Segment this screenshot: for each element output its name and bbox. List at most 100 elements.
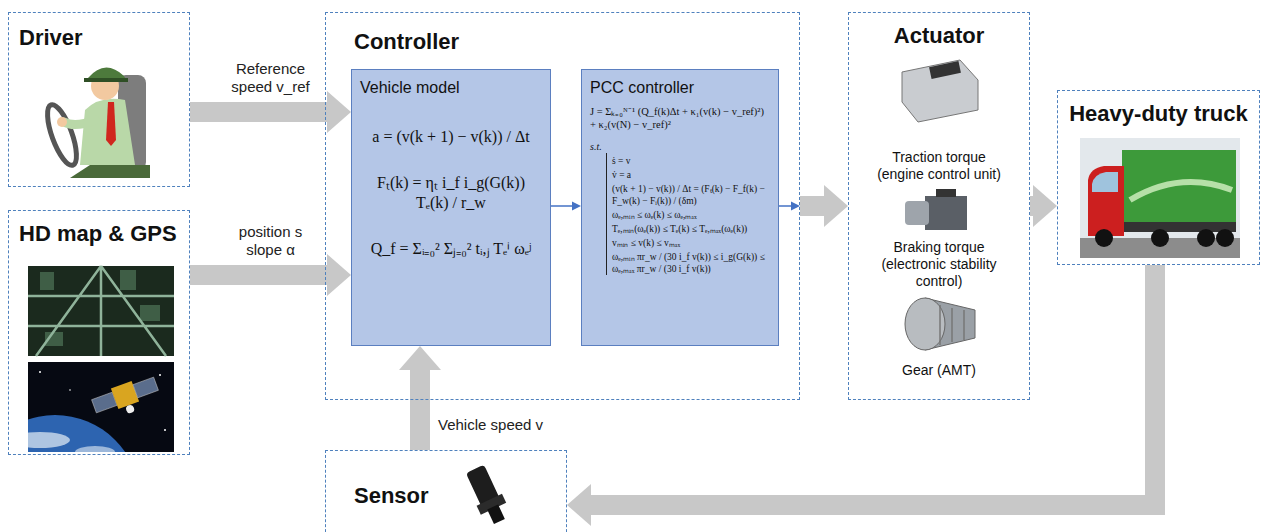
arrow-head [824, 185, 848, 227]
aerial-map-image-part [28, 266, 174, 356]
equation: a = (v(k + 1) − v(k)) / Δt [360, 127, 542, 147]
driver-illustration-part [106, 102, 116, 146]
model-box: PCC controllerJ = Σₖ₌₀ᴺ⁻¹ (Q_f(k)Δt + κ₁… [581, 69, 779, 346]
satellite-image [0, 362, 174, 532]
arrow-shaft [410, 369, 430, 450]
ecu-icon [902, 60, 978, 122]
constraint: ωₑ,ₘᵢₙ ≤ ωₑ(k) ≤ ωₑ,ₘₐₓ [606, 207, 770, 221]
satellite-image-part-part [159, 374, 161, 376]
speed-sensor-icon [462, 463, 512, 527]
arrow-head [327, 254, 351, 296]
arrow-shaft [190, 102, 328, 122]
driver-illustration-part [84, 78, 128, 82]
satellite-image-part [39, 371, 166, 431]
driver-illustration-part [42, 102, 83, 169]
box-title: Actuator [857, 23, 1021, 49]
arrow-head [567, 484, 591, 526]
flow-arrow-body [190, 91, 351, 133]
esc-icon [905, 189, 967, 230]
box-title: HD map & GPS [19, 221, 179, 247]
constraint: (v(k + 1) − v(k)) / Δt = (Fₜ(k) − F_f(k)… [606, 181, 770, 207]
group-box: Driver [8, 12, 190, 187]
arrow-head [1033, 185, 1057, 227]
box-title: Heavy-duty truck [1066, 101, 1251, 127]
speed-sensor-icon-part [487, 504, 505, 524]
satellite-image-part-part [125, 404, 135, 414]
constraint: Tₑ,ₘᵢₙ(ωₑ(k)) ≤ Tₑ(k) ≤ Tₑ,ₘₐₓ(ωₑ(k)) [606, 221, 770, 235]
flow-arrow [190, 91, 351, 133]
arrow-head [327, 91, 351, 133]
gearbox-icon-part [905, 298, 945, 350]
truck-image-part [1095, 229, 1234, 247]
flow-arrow [551, 202, 581, 211]
truck-image-part-part [1151, 229, 1169, 247]
truck-image-part [1130, 182, 1232, 200]
box-title: Controller [354, 29, 771, 55]
aerial-map-image-part [28, 266, 174, 356]
ecu-icon-part [902, 60, 978, 122]
equation: Fₜ(k) = ηₜ i_f i_g(G(k)) Tₑ(k) / r_w [360, 173, 542, 213]
truck-image-part [1080, 138, 1240, 258]
satellite-image-part-part [28, 415, 140, 452]
aerial-map-image-part-part [120, 270, 136, 290]
truck-image-part-part [1197, 229, 1215, 247]
group-box: Sensor [325, 450, 567, 532]
satellite-image-part [28, 415, 140, 452]
arrow-shaft [190, 265, 328, 285]
flow-arrow [399, 346, 441, 450]
arrow-shaft [779, 205, 792, 207]
box-heading: PCC controller [590, 78, 770, 97]
esc-icon-part [905, 201, 929, 225]
satellite-image-part-part [39, 371, 41, 373]
arrow-head [399, 346, 441, 370]
flow-arrow-body [190, 254, 351, 296]
box-title: Driver [19, 25, 179, 51]
ecu-icon-part [929, 61, 961, 79]
arrow-head [791, 202, 800, 211]
constraint: ṡ = v [606, 153, 770, 167]
actuator-caption: Traction torque (engine control unit) [872, 149, 1006, 183]
actuator-caption: Braking torque (electronic stability con… [872, 239, 1006, 290]
group-box: ControllerVehicle model a = (v(k + 1) − v… [325, 12, 800, 400]
driver-illustration [42, 67, 150, 178]
edge-label: position s slope α [226, 223, 316, 259]
constraint: v̇ = a [606, 167, 770, 181]
aerial-map-image-part-part [40, 272, 54, 290]
satellite-image-part-part [69, 389, 71, 391]
truck-image-part-part [1095, 229, 1113, 247]
group-box: Heavy-duty truck [1057, 90, 1260, 265]
constraint-keyword: s.t. [590, 141, 770, 153]
aerial-map-image [28, 266, 174, 356]
group-box: ActuatorTraction torque (engine control … [848, 12, 1030, 400]
model-box: Vehicle model a = (v(k + 1) − v(k)) / Δt F… [351, 69, 551, 346]
driver-illustration-part [70, 165, 150, 178]
edge-label: Reference speed v_ref [221, 60, 321, 96]
satellite-image-part [90, 373, 162, 424]
satellite-image-part-part [164, 429, 166, 431]
satellite-image-part-part [133, 377, 158, 398]
driver-illustration-part [64, 120, 95, 125]
truck-image [1080, 138, 1240, 258]
aerial-map-image-part-part [140, 305, 160, 321]
satellite-image-part-part [75, 446, 115, 452]
box-title: Sensor [354, 483, 538, 509]
box-heading: Vehicle model [360, 78, 542, 97]
flow-arrow-body [800, 185, 848, 227]
satellite-image-part-part [28, 432, 70, 448]
truck-image-part [1122, 150, 1236, 222]
arrow-shaft [800, 196, 825, 216]
constraint: ωₑ,ₘᵢₙ πr_w / (30 i_f v(k)) ≤ i_g(G(k)) … [606, 249, 770, 275]
truck-image-part-part [1216, 229, 1234, 247]
edge-label: Vehicle speed v [438, 416, 543, 434]
gearbox-icon [905, 298, 975, 350]
satellite-image-part-part [92, 392, 117, 413]
driver-illustration-part [57, 117, 67, 127]
equation: Q_f = Σᵢ₌₀² Σⱼ₌₀² tᵢ,ⱼ Tₑⁱ ωₑʲ [360, 239, 542, 259]
constraint: vₘᵢₙ ≤ v(k) ≤ vₘₐₓ [606, 235, 770, 249]
truck-image-part [1088, 166, 1124, 236]
esc-icon-part [936, 189, 956, 197]
truck-image-part [1092, 172, 1118, 192]
flow-arrow-body [1030, 185, 1057, 227]
esc-icon-part [925, 196, 967, 230]
